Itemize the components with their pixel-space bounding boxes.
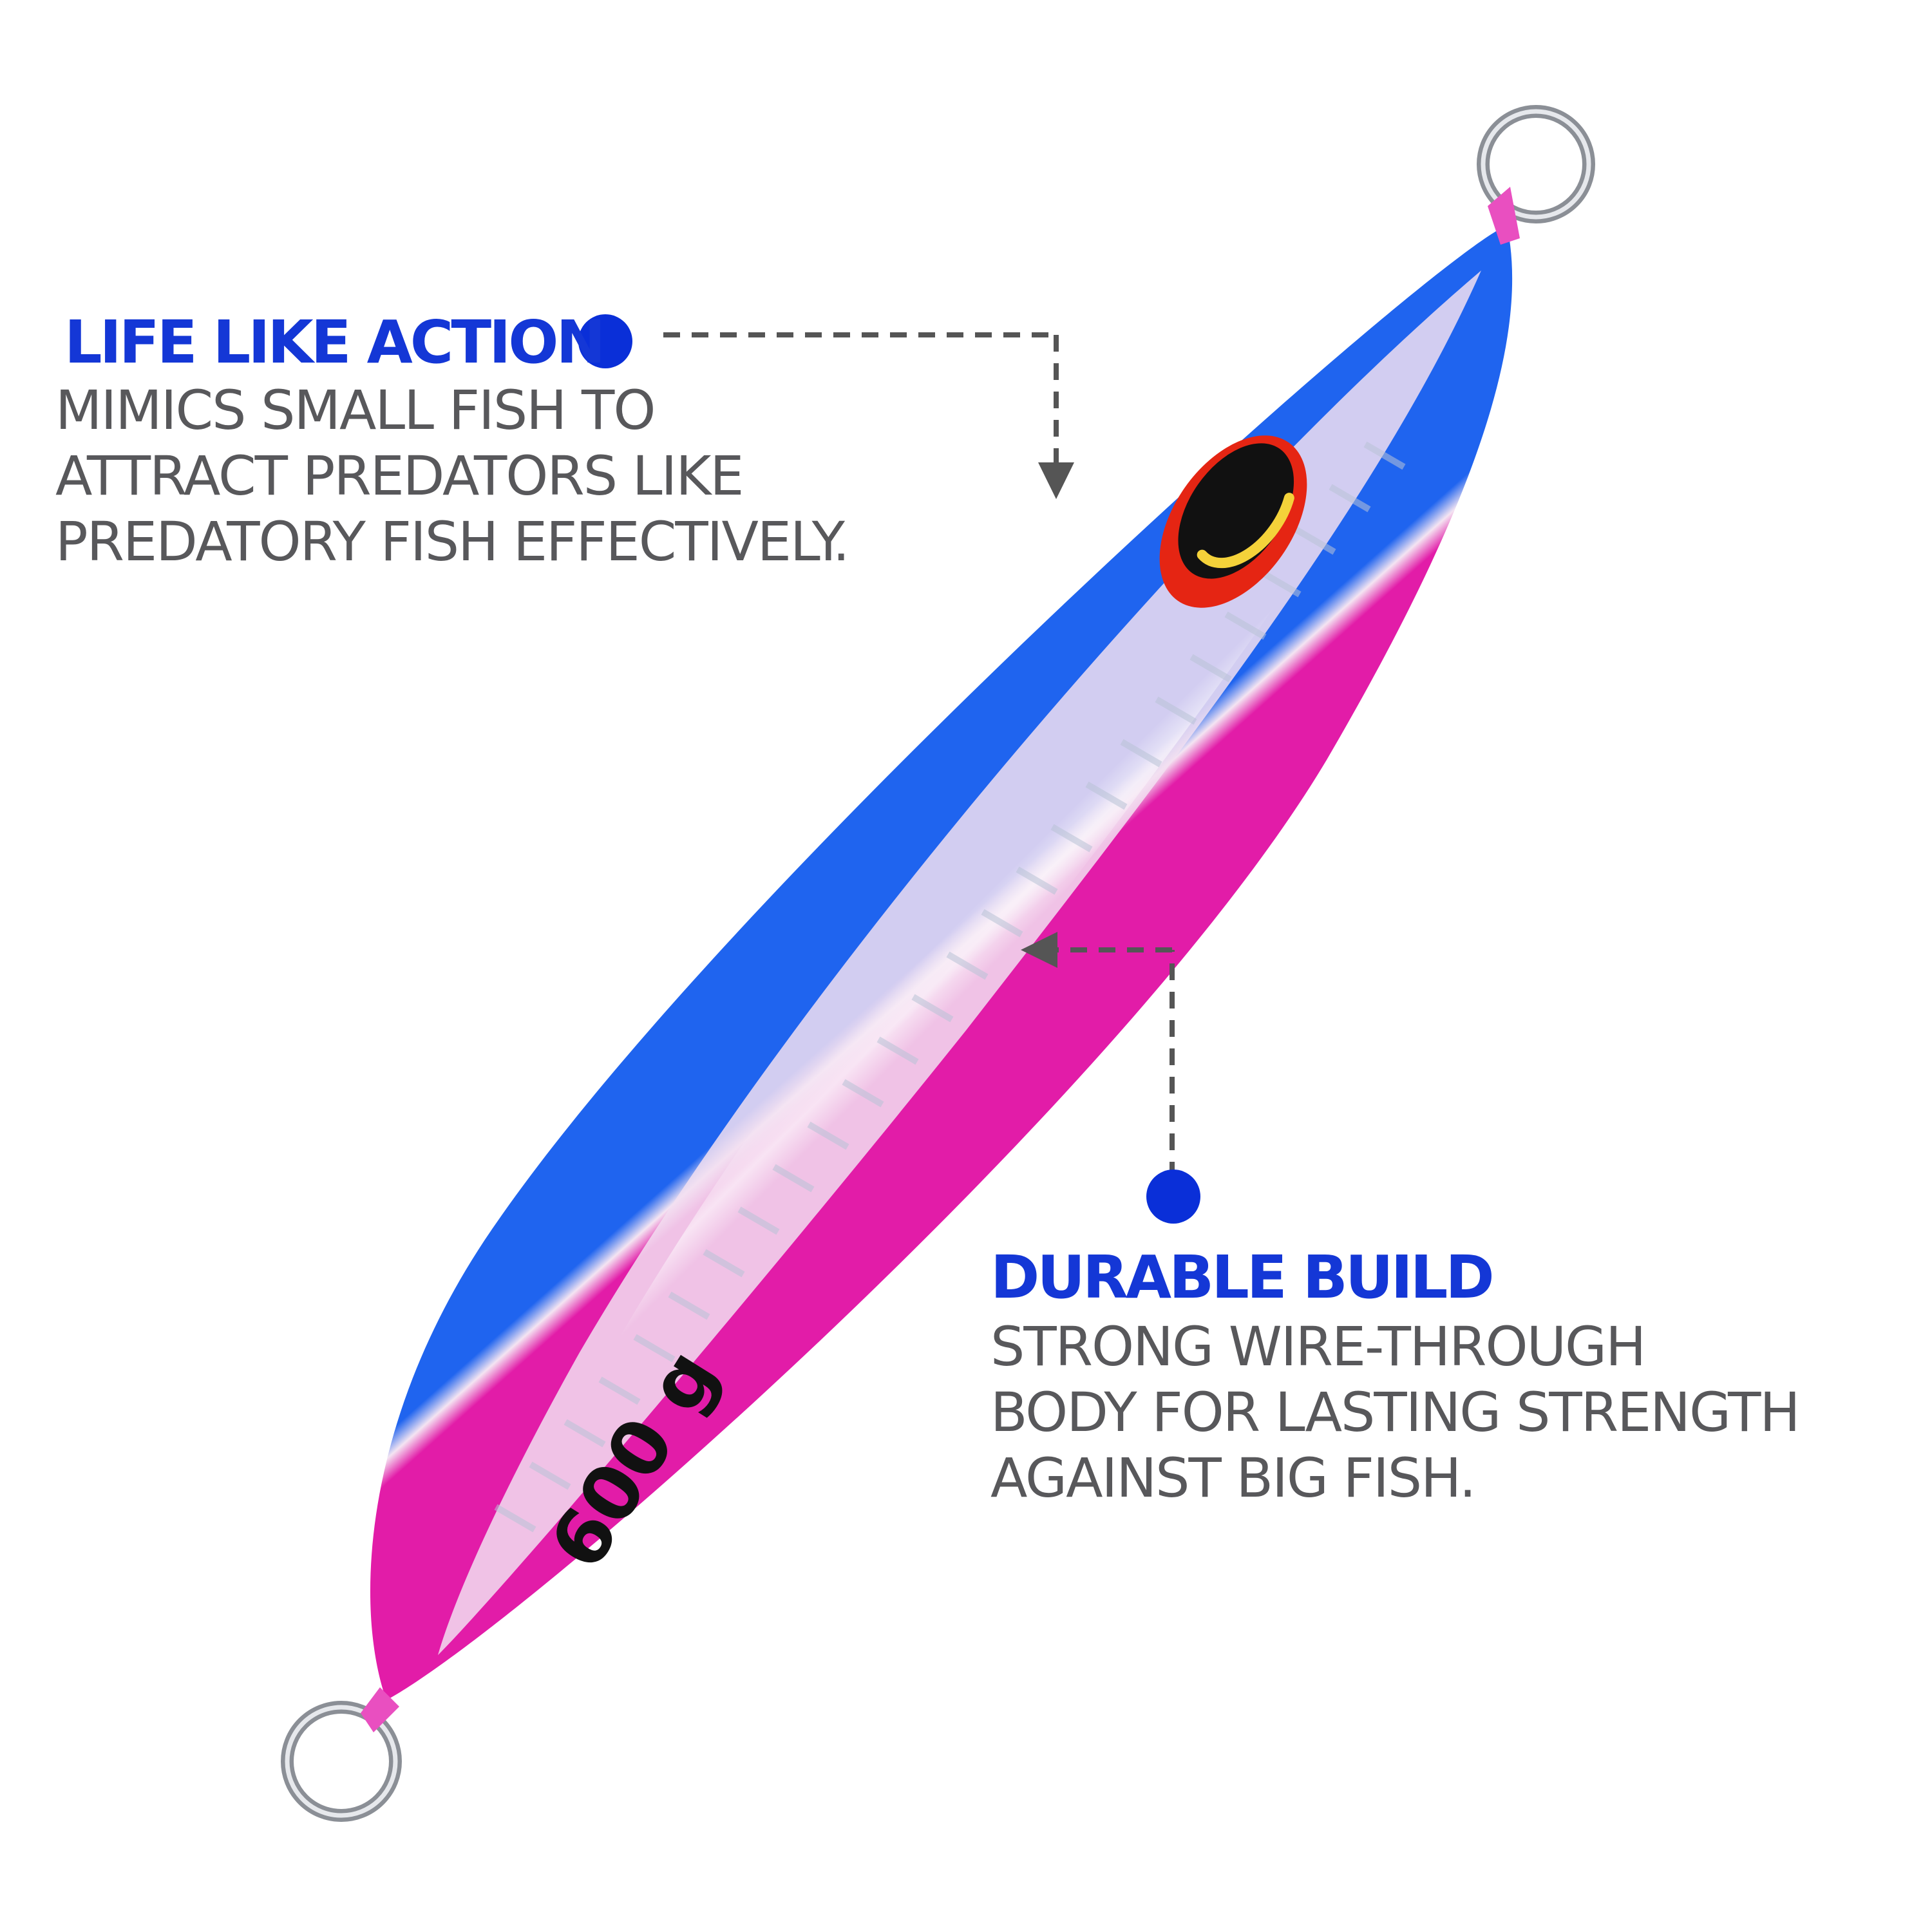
scale-mark bbox=[494, 1504, 536, 1533]
scale-mark bbox=[807, 1121, 849, 1150]
description-line: MIMICS SMALL FISH TO bbox=[55, 379, 656, 442]
description-line: AGAINST BIG FISH. bbox=[990, 1446, 1476, 1510]
scale-mark bbox=[842, 1079, 884, 1108]
scale-mark bbox=[564, 1419, 606, 1448]
top-split-ring bbox=[1477, 105, 1595, 223]
top-eyelet bbox=[1488, 187, 1520, 245]
durable-build-heading: DURABLE BUILD bbox=[990, 1243, 1495, 1312]
durable-build-leader bbox=[1021, 932, 1175, 1179]
scale-mark bbox=[668, 1291, 710, 1320]
scale-mark bbox=[1016, 866, 1058, 895]
marker-dot-icon bbox=[578, 314, 632, 368]
life-like-action-description: MIMICS SMALL FISH TO ATTRACT PREDATORS L… bbox=[55, 377, 850, 574]
scale-mark bbox=[1259, 569, 1302, 598]
scale-mark bbox=[633, 1334, 676, 1363]
scale-mark bbox=[772, 1164, 815, 1193]
scale-mark bbox=[529, 1461, 571, 1490]
jig-eye bbox=[1159, 435, 1307, 608]
bottom-eyelet bbox=[361, 1687, 399, 1732]
iridescent-stripe bbox=[438, 270, 1481, 1655]
description-line: BODY FOR LASTING STRENGTH bbox=[990, 1381, 1801, 1444]
bottom-split-ring bbox=[281, 1701, 402, 1822]
description-line: PREDATORY FISH EFFECTIVELY. bbox=[55, 510, 850, 573]
down-arrow-icon bbox=[1038, 462, 1074, 499]
scale-mark bbox=[1189, 654, 1232, 683]
scale-mark bbox=[1155, 696, 1197, 725]
life-like-action-heading: LIFE LIKE ACTION bbox=[64, 308, 606, 377]
scale-mark bbox=[703, 1249, 745, 1278]
description-line: ATTRACT PREDATORS LIKE bbox=[55, 444, 744, 507]
scale-mark bbox=[1085, 781, 1128, 810]
scale-mark bbox=[1294, 526, 1336, 555]
scale-mark bbox=[1050, 824, 1093, 853]
left-arrow-icon bbox=[1021, 932, 1057, 968]
scale-mark bbox=[737, 1206, 780, 1235]
durable-build-description: STRONG WIRE-THROUGH BODY FOR LASTING STR… bbox=[990, 1314, 1801, 1511]
scale-mark bbox=[598, 1376, 641, 1405]
description-line: STRONG WIRE-THROUGH bbox=[990, 1315, 1646, 1378]
life-like-action-leader bbox=[663, 332, 1074, 499]
scale-mark bbox=[876, 1036, 919, 1065]
marker-dot-icon bbox=[1146, 1170, 1200, 1224]
scale-mark bbox=[946, 951, 989, 980]
scale-mark bbox=[981, 909, 1023, 938]
scale-mark bbox=[911, 994, 954, 1023]
scale-mark bbox=[1363, 441, 1406, 470]
scale-mark bbox=[1224, 611, 1267, 640]
scale-mark bbox=[1120, 739, 1162, 768]
scale-mark bbox=[1329, 484, 1371, 513]
